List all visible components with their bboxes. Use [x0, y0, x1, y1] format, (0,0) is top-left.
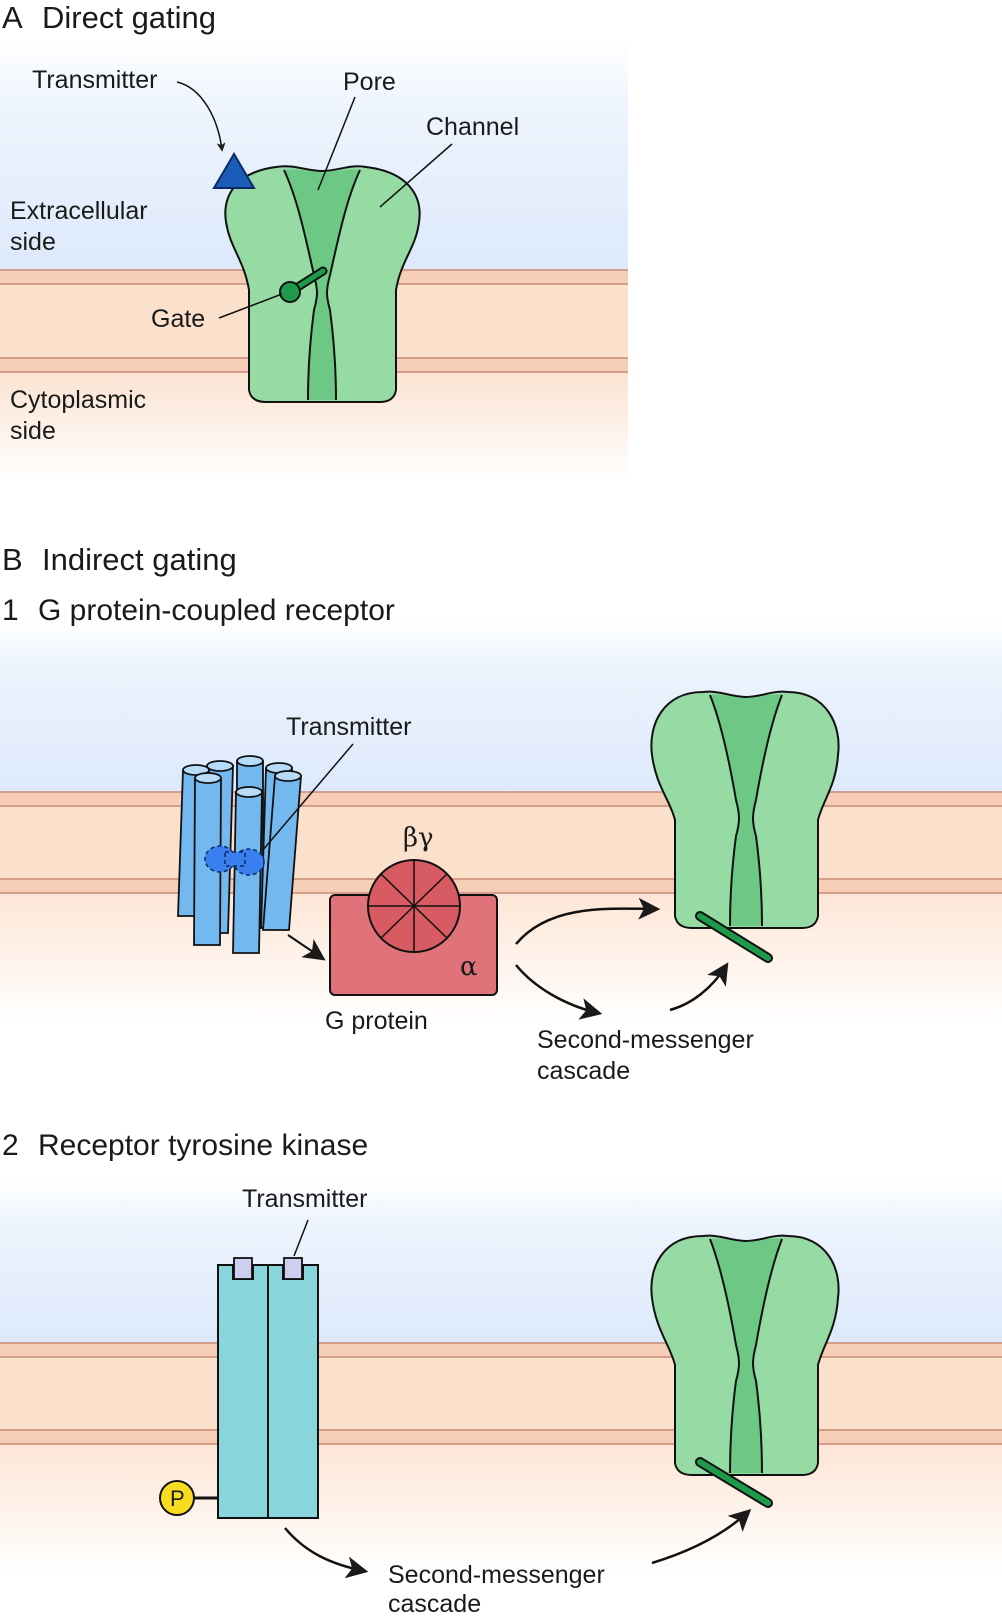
membrane-b1	[0, 791, 1002, 894]
transmitter-label-b2: Transmitter	[242, 1185, 367, 1213]
alpha-label: α	[460, 952, 478, 982]
gpcr-helix	[262, 770, 302, 931]
g-beta-gamma-subunit	[367, 859, 461, 953]
gpcr-to-gprotein-arrow	[287, 934, 326, 961]
gpcr-receptor	[177, 755, 302, 954]
ion-channel-b2	[650, 1234, 840, 1508]
gate	[279, 266, 328, 303]
transmitter-label-a: Transmitter	[32, 66, 157, 94]
panel-a: A Direct gating Transmitter Pore Channel…	[0, 0, 628, 482]
gate-b1	[695, 911, 773, 963]
rtk-to-cascade-arrow	[284, 1527, 369, 1579]
rtk-subunit-left	[217, 1264, 269, 1519]
cytoplasmic-label-1: Cytoplasmic	[10, 386, 146, 414]
transmitter-label-b1: Transmitter	[286, 713, 411, 741]
extracellular-region-b1	[0, 620, 1002, 792]
part-2-number: 2	[2, 1129, 19, 1162]
rtk-subunit-right	[267, 1264, 319, 1519]
transmitter-ligand	[283, 1257, 303, 1280]
pore-label: Pore	[343, 68, 396, 96]
part-2-title: Receptor tyrosine kinase	[38, 1129, 368, 1162]
panel-b-letter: B	[2, 542, 23, 577]
transmitter-arrow	[176, 81, 226, 152]
receptor-tyrosine-kinase	[217, 1257, 319, 1519]
panel-b-title: Indirect gating	[42, 542, 237, 577]
phosphate-label: P	[170, 1486, 185, 1511]
channel-leader	[379, 143, 453, 208]
gprotein-to-channel-arrow	[515, 897, 661, 945]
part-1-number: 1	[2, 594, 19, 627]
cascade-label-b1-2: cascade	[537, 1057, 630, 1085]
cascade-to-channel-arrow	[669, 962, 729, 1012]
g-protein-label: G protein	[325, 1007, 428, 1035]
cascade-to-channel-arrow-b2	[651, 1509, 752, 1565]
part-1-title: G protein-coupled receptor	[38, 594, 395, 627]
extracellular-label-2: side	[10, 228, 56, 256]
panel-a-title: Direct gating	[42, 0, 216, 35]
transmitter-ligand	[233, 1257, 253, 1280]
channel-label: Channel	[426, 113, 519, 141]
membrane-b2	[0, 1342, 1002, 1445]
transmitter-leader-b1	[261, 743, 354, 852]
g-protein	[329, 859, 498, 996]
transmitter-binding-site	[204, 845, 265, 876]
cascade-label-b2-2: cascade	[388, 1590, 481, 1618]
gate-leader	[218, 293, 283, 319]
panel-a-letter: A	[2, 0, 23, 35]
extracellular-label-1: Extracellular	[10, 197, 148, 225]
pore-leader	[317, 96, 356, 191]
panel-b1: B Indirect gating 1 G protein-coupled re…	[0, 542, 1002, 1085]
panel-b2: P 2 Receptor tyrosine kinase Transmitter…	[0, 1129, 1002, 1618]
beta-gamma-label: βγ	[403, 823, 434, 853]
cytoplasmic-label-2: side	[10, 417, 56, 445]
gate-b2	[695, 1457, 773, 1508]
ion-channel-b1	[650, 690, 840, 963]
transmitter-leader-b2	[293, 1219, 309, 1257]
cytoplasmic-region-b1	[0, 893, 1002, 1023]
cytoplasmic-region-b2	[0, 1444, 1002, 1574]
extracellular-region-b2	[0, 1180, 1002, 1343]
transmitter-triangle	[212, 152, 256, 189]
gprotein-to-cascade-arrow	[515, 964, 603, 1020]
cascade-label-b2-1: Second-messenger	[388, 1561, 605, 1589]
ion-channel	[224, 165, 421, 403]
gate-label: Gate	[151, 305, 205, 333]
phosphate-group: P	[159, 1480, 218, 1516]
cascade-label-b1-1: Second-messenger	[537, 1026, 754, 1054]
